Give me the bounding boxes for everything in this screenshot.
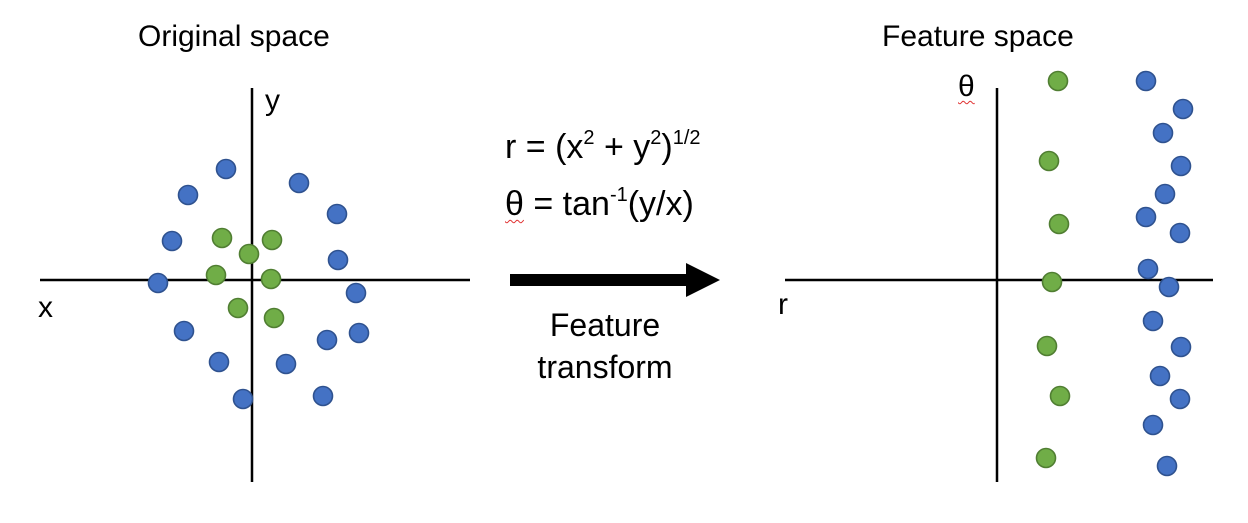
formula-theta-sup: -1 <box>609 184 628 206</box>
blue-point <box>1154 183 1176 205</box>
formula-r-close: ) <box>661 128 673 166</box>
blue-point <box>1135 206 1157 228</box>
formula-r-sup3: 1/2 <box>672 127 701 149</box>
formula-theta-rhs: (y/x) <box>627 185 694 223</box>
blue-point <box>208 351 230 373</box>
green-point <box>261 229 283 251</box>
green-point <box>1047 70 1069 92</box>
green-point <box>263 307 285 329</box>
blue-point <box>1158 276 1180 298</box>
blue-point <box>232 388 254 410</box>
transform-caption: Feature transform <box>485 304 725 388</box>
feature-theta-label: θ <box>958 70 975 103</box>
blue-point <box>1149 365 1171 387</box>
formula-r-mid: + y <box>594 128 651 166</box>
blue-point <box>316 329 338 351</box>
transform-caption-line1: Feature <box>549 307 661 343</box>
green-point <box>227 297 249 319</box>
formula-theta-lhs: = tan <box>523 185 610 223</box>
blue-point <box>177 184 199 206</box>
green-point <box>211 227 233 249</box>
formula-theta: θ = tan-1(y/x) <box>505 184 694 223</box>
blue-point <box>348 322 370 344</box>
green-point <box>1038 150 1060 172</box>
original-y-label: y <box>265 84 280 117</box>
transform-arrow-shaft <box>510 274 688 286</box>
green-point <box>1048 213 1070 235</box>
green-point <box>1036 335 1058 357</box>
blue-point <box>1169 388 1191 410</box>
blue-point <box>288 172 310 194</box>
blue-point <box>312 385 334 407</box>
blue-point <box>1170 155 1192 177</box>
blue-point <box>1156 455 1178 477</box>
green-point <box>238 243 260 265</box>
original-space-title: Original space <box>138 20 330 53</box>
blue-point <box>1137 258 1159 280</box>
blue-point <box>1135 70 1157 92</box>
blue-point <box>173 320 195 342</box>
blue-point <box>275 353 297 375</box>
blue-point <box>345 282 367 304</box>
formula-r-lhs: r = (x <box>505 128 584 166</box>
transform-arrow-head <box>686 263 720 297</box>
blue-point <box>215 158 237 180</box>
blue-point <box>1172 98 1194 120</box>
green-point <box>1041 271 1063 293</box>
blue-point <box>1142 310 1164 332</box>
green-point <box>205 264 227 286</box>
feature-r-label: r <box>778 288 788 321</box>
blue-point <box>1152 122 1174 144</box>
green-point <box>1035 447 1057 469</box>
blue-point <box>147 272 169 294</box>
formula-r: r = (x2 + y2)1/2 <box>505 127 701 166</box>
feature-space-title: Feature space <box>882 20 1074 53</box>
blue-point <box>1169 222 1191 244</box>
blue-point <box>326 203 348 225</box>
transform-caption-line2: transform <box>537 349 673 385</box>
formula-r-sup1: 2 <box>583 127 595 149</box>
blue-point <box>1170 336 1192 358</box>
formula-theta-symbol: θ <box>505 185 524 223</box>
blue-point <box>1142 414 1164 436</box>
formula-r-sup2: 2 <box>650 127 662 149</box>
green-point <box>1049 385 1071 407</box>
blue-point <box>161 230 183 252</box>
blue-point <box>327 249 349 271</box>
original-x-label: x <box>38 291 53 324</box>
green-point <box>260 268 282 290</box>
